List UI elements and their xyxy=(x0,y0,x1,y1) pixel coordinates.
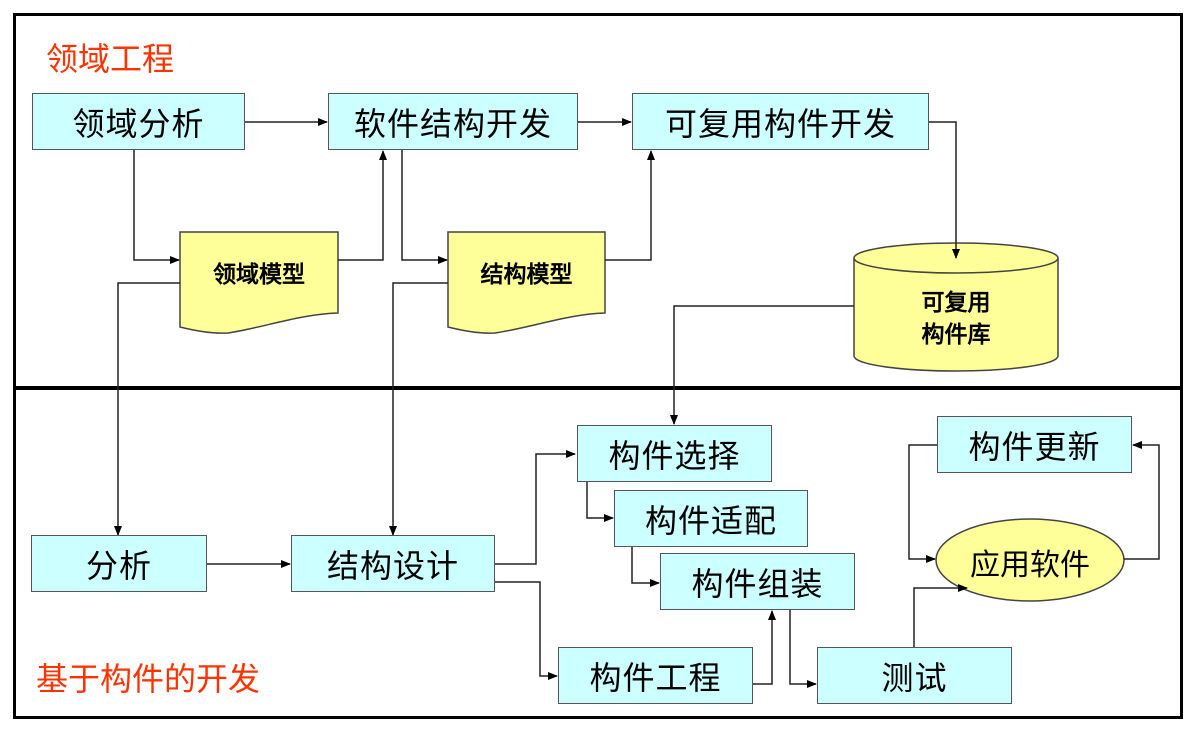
arrow-reusable-dev-to-library xyxy=(929,121,960,259)
component-assembly-label: 构件组装 xyxy=(691,564,824,603)
domain-analysis-label: 领域分析 xyxy=(72,104,205,143)
component-library-shape xyxy=(853,258,1059,372)
section-title-domain-engineering: 领域工程 xyxy=(46,40,175,78)
component-adaptation-label: 构件适配 xyxy=(644,501,777,540)
architecture-design-box[interactable]: 结构设计 xyxy=(291,535,495,592)
architecture-model-shape xyxy=(447,231,606,334)
arrow-domain-model-to-analysis xyxy=(114,282,180,536)
reusable-component-development-box[interactable]: 可复用构件开发 xyxy=(632,93,929,150)
architecture-development-label: 软件结构开发 xyxy=(353,104,552,143)
application-software-shape xyxy=(935,518,1125,602)
analysis-label: 分析 xyxy=(85,546,152,585)
arrow-update-to-application xyxy=(908,444,937,563)
component-library-label-line1: 可复用 xyxy=(921,289,991,316)
section-divider xyxy=(13,386,1183,390)
architecture-model-label: 结构模型 xyxy=(480,261,573,288)
analysis-box[interactable]: 分析 xyxy=(31,535,207,592)
arrow-architecture-design-to-component-selection xyxy=(495,450,576,565)
reusable-component-development-label: 可复用构件开发 xyxy=(664,104,896,143)
domain-model-shape xyxy=(179,231,339,334)
section-title-component-based-development: 基于构件的开发 xyxy=(36,660,261,698)
arrow-architecture-dev-to-architecture-model xyxy=(401,150,448,264)
component-assembly-box[interactable]: 构件组装 xyxy=(660,553,855,610)
arrow-adaptation-to-assembly xyxy=(631,546,660,587)
component-update-label: 构件更新 xyxy=(968,427,1101,466)
arrow-component-engineering-to-assembly xyxy=(753,610,776,685)
arrow-testing-to-application xyxy=(913,584,968,647)
component-selection-box[interactable]: 构件选择 xyxy=(577,425,772,482)
arrow-selection-to-adaptation xyxy=(586,481,614,522)
arrow-architecture-model-to-architecture-design xyxy=(389,282,448,536)
arrow-domain-analysis-to-domain-model xyxy=(133,150,180,264)
component-adaptation-box[interactable]: 构件适配 xyxy=(614,490,808,547)
arrow-application-to-update xyxy=(1124,441,1160,560)
application-software-label: 应用软件 xyxy=(970,548,1090,583)
arrow-assembly-to-testing xyxy=(789,610,817,688)
component-engineering-box[interactable]: 构件工程 xyxy=(558,647,753,704)
component-selection-label: 构件选择 xyxy=(608,436,741,475)
arrow-library-to-component-selection xyxy=(670,305,854,425)
component-engineering-label: 构件工程 xyxy=(589,658,722,697)
arrow-domain-model-to-architecture-dev xyxy=(338,150,387,261)
arrow-architecture-design-to-component-engineering xyxy=(495,581,558,680)
diagram-frame xyxy=(13,13,1183,719)
arrow-architecture-model-to-reusable-dev xyxy=(605,150,655,261)
component-library-label-line2: 构件库 xyxy=(921,321,991,348)
testing-box[interactable]: 测试 xyxy=(817,647,1012,704)
testing-label: 测试 xyxy=(881,658,948,697)
domain-model-label: 领域模型 xyxy=(213,261,305,288)
component-update-box[interactable]: 构件更新 xyxy=(937,416,1132,473)
architecture-design-label: 结构设计 xyxy=(326,546,459,585)
domain-analysis-box[interactable]: 领域分析 xyxy=(32,93,245,150)
architecture-development-box[interactable]: 软件结构开发 xyxy=(328,93,578,150)
